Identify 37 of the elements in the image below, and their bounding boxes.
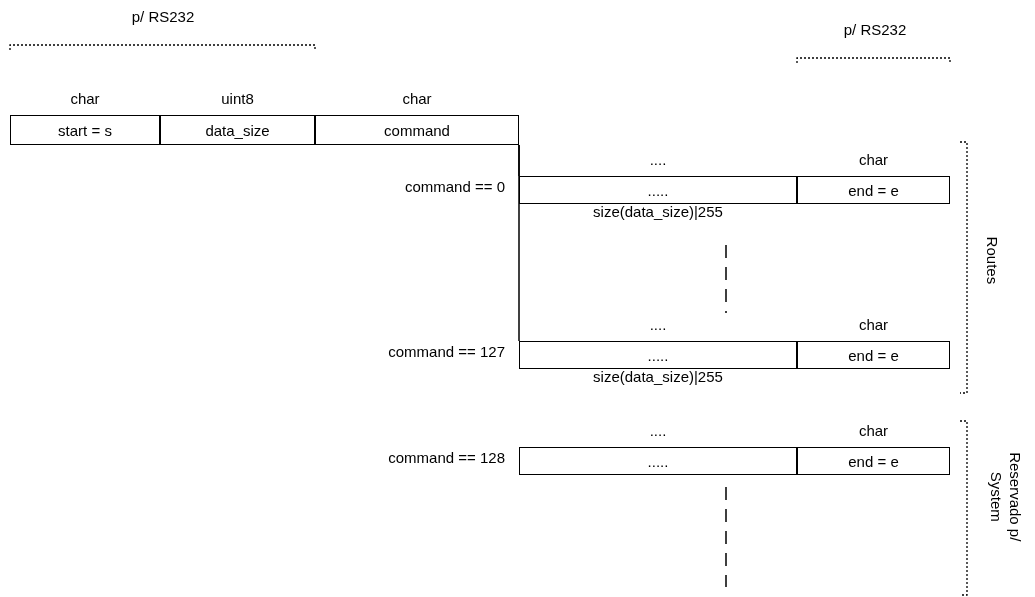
field-cell (10, 115, 160, 145)
condition-label: command == 128 (388, 449, 505, 468)
field-value: ..... (647, 453, 669, 469)
type-label: uint8 (221, 91, 254, 106)
type-label: char (858, 317, 889, 332)
field-cell (797, 447, 950, 475)
field-cell (797, 341, 950, 369)
type-label: .... (649, 152, 667, 167)
field-value: ..... (647, 182, 669, 198)
field-value: start = s (58, 122, 112, 138)
size-label: size(data_size)|255 (593, 204, 723, 219)
condition-label: command == 127 (388, 343, 505, 362)
group-label: Reservado p/ System (987, 451, 1024, 544)
condition-label: command == 0 (404, 178, 505, 197)
field-value: end = e (848, 347, 899, 363)
size-label: size(data_size)|255 (593, 369, 723, 384)
field-cell (315, 115, 519, 145)
type-label: char (858, 152, 889, 167)
type-label: .... (649, 423, 667, 438)
type-label: char (70, 91, 100, 106)
group-label: Routes (983, 236, 1002, 285)
type-label: char (858, 423, 889, 438)
field-value: end = e (848, 453, 899, 469)
connector-line (518, 144, 520, 342)
bracket-label: p/ RS232 (843, 21, 907, 40)
field-value: ..... (647, 347, 669, 363)
bracket-label: p/ RS232 (131, 8, 195, 27)
field-value: command (384, 122, 450, 138)
type-label: .... (649, 317, 667, 332)
field-cell (519, 447, 797, 475)
field-value: data_size (205, 122, 270, 138)
field-cell (797, 176, 950, 204)
field-value: end = e (848, 182, 899, 198)
field-cell (519, 176, 797, 204)
type-label: char (402, 91, 432, 106)
field-cell (519, 341, 797, 369)
field-cell (160, 115, 315, 145)
